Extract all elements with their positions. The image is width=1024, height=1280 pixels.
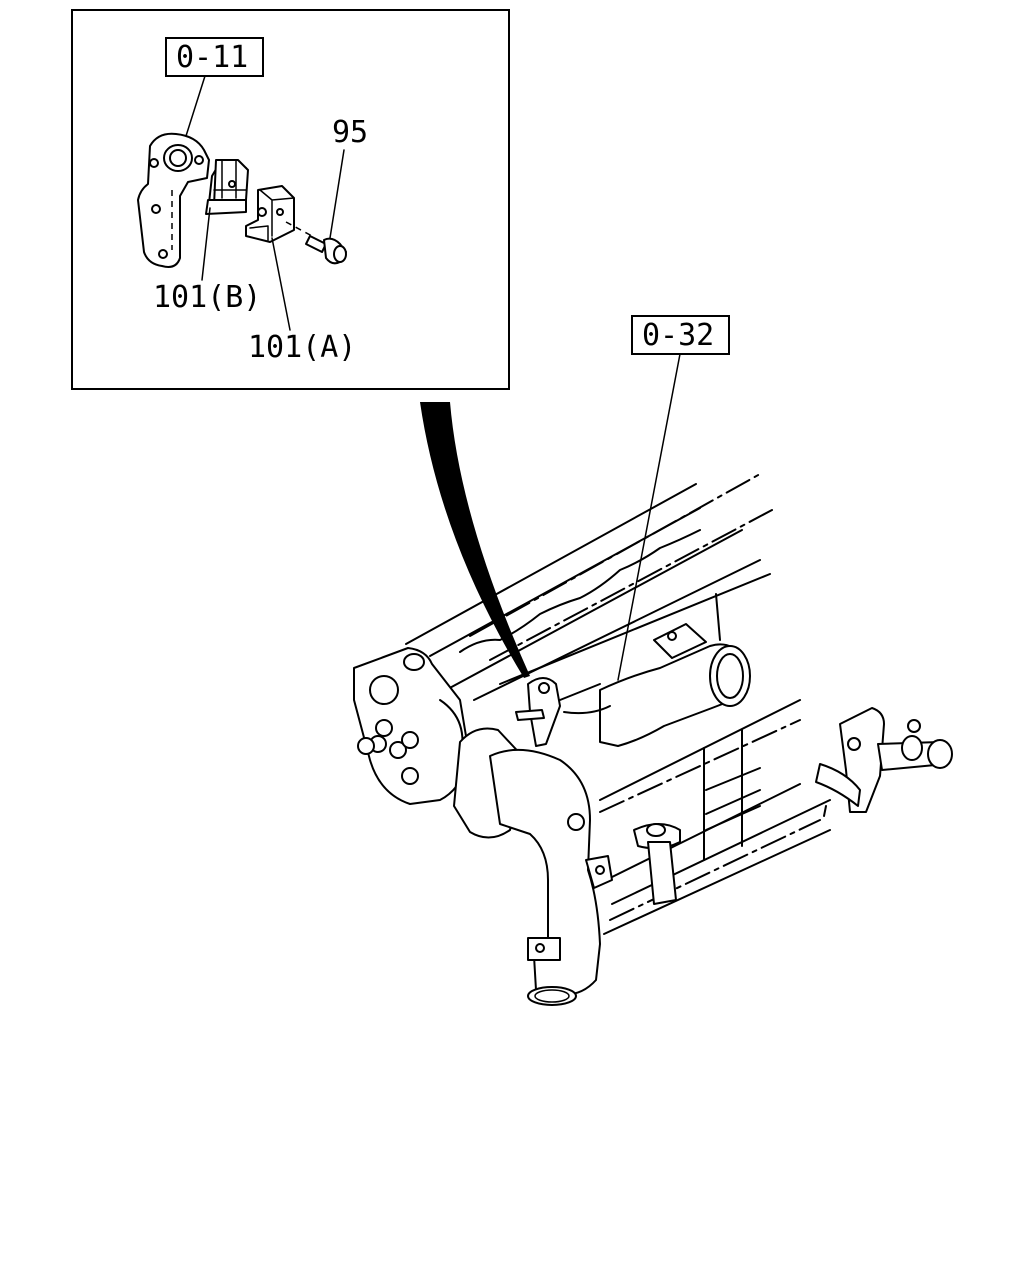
detail-pointer-arrow bbox=[420, 402, 530, 678]
manifold-outlet bbox=[599, 593, 751, 747]
clip-b bbox=[205, 159, 249, 215]
callout-95: 95 bbox=[332, 115, 368, 150]
small-outlet bbox=[633, 823, 681, 905]
ref-label-0-11: 0-11 bbox=[176, 40, 248, 75]
ref-box-0-32[interactable]: 0-32 bbox=[631, 315, 730, 355]
bolt-95 bbox=[285, 221, 347, 265]
ref-label-0-32: 0-32 bbox=[642, 318, 714, 353]
leader-line-95 bbox=[329, 149, 345, 239]
water-pipe bbox=[489, 748, 613, 1006]
leader-line-0-11 bbox=[185, 75, 206, 137]
ref-box-0-11[interactable]: 0-11 bbox=[165, 37, 264, 77]
right-connector bbox=[815, 707, 953, 817]
leader-line-101b bbox=[201, 207, 211, 281]
sensor-clip-location bbox=[515, 677, 611, 747]
leader-line-101a bbox=[271, 237, 291, 331]
callout-101b: 101(B) bbox=[153, 280, 261, 315]
bracket-plate bbox=[137, 132, 210, 268]
thermostat-housing bbox=[353, 647, 471, 805]
clip-a bbox=[245, 185, 295, 243]
callout-101a: 101(A) bbox=[248, 330, 356, 365]
detail-inset: 0-11 bbox=[71, 9, 510, 390]
leader-line-0-32 bbox=[617, 353, 681, 681]
engine-assembly bbox=[353, 473, 953, 1006]
